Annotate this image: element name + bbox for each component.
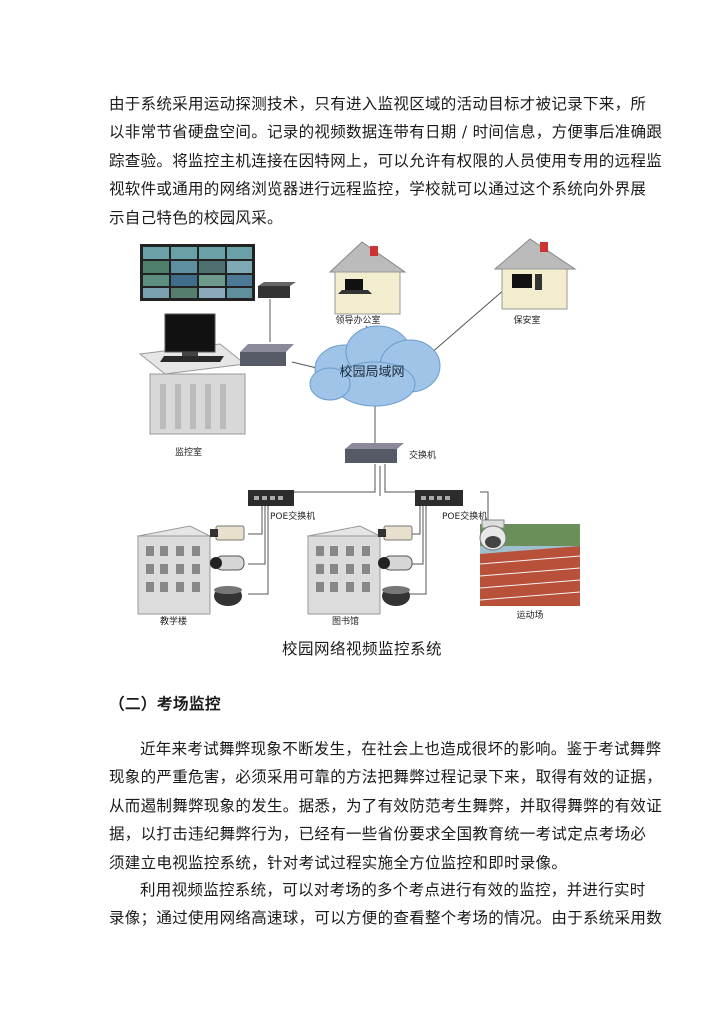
text-line: 须建立电视监控系统，针对考试过程实施全方位监控和即时录像。 <box>109 853 568 872</box>
poe-switch-left-icon <box>248 490 294 506</box>
monitor-room-building-icon <box>138 313 247 435</box>
text-line: 从而遏制舞弊现象的发生。据悉，为了有效防范考生舞弊，并取得舞弊的有效证 <box>109 796 663 815</box>
text-line: 据，以打击违纪舞弊行为，已经有一些省份要求全国教育统一考试定点考场必 <box>109 825 647 844</box>
text-line: 踪查验。将监控主机连接在因特网上，可以允许有权限的人员使用专用的远程监 <box>109 151 663 170</box>
box-camera-icon <box>210 525 245 541</box>
recorder-icon <box>258 282 296 298</box>
security-room-label: 保安室 <box>513 314 540 326</box>
library-building-icon <box>306 525 382 615</box>
dome-camera-icon <box>382 586 410 606</box>
text-line: 示自己特色的校园风采。 <box>109 208 283 227</box>
campus-lan-cloud-icon <box>309 325 441 407</box>
library-label: 图书馆 <box>332 615 359 627</box>
text-line: 利用视频监控系统，可以对考场的多个考点进行有效的监控，并进行实时 <box>140 881 646 899</box>
teaching-building-icon <box>136 525 212 615</box>
figure-caption: 校园网络视频监控系统 <box>281 640 442 658</box>
sports-field-label: 运动场 <box>516 610 543 621</box>
bullet-camera-icon <box>210 555 245 571</box>
text-line: 现象的严重危害，必须采用可靠的方法把舞弊过程记录下来，取得有效的证据， <box>109 768 663 787</box>
text-line: 近年来考试舞弊现象不断发生，在社会上也造成很坏的影响。鉴于考试舞弊 <box>140 740 662 758</box>
text-line: 录像；通过使用网络高速球，可以方便的查看整个考场的情况。由于系统采用数 <box>109 909 663 928</box>
leader-office-label: 领导办公室 <box>335 314 380 326</box>
monitor-room-label: 监控室 <box>175 446 202 458</box>
speed-dome-camera-icon <box>479 519 507 551</box>
network-diagram: 校园局域网 领导办公室 保安室 监控室 <box>120 234 615 639</box>
exam-monitoring-paragraph: 近年来考试舞弊现象不断发生，在社会上也造成很坏的影响。鉴于考试舞弊 现象的严重危… <box>109 735 663 877</box>
video-system-paragraph: 利用视频监控系统，可以对考场的多个考点进行有效的监控，并进行实时 录像；通过使用… <box>109 876 663 933</box>
switch-icon <box>240 344 294 366</box>
bullet-camera-icon <box>378 555 413 571</box>
video-wall-icon <box>140 244 255 301</box>
teaching-building-label: 教学楼 <box>160 615 187 627</box>
security-room-house-icon <box>493 238 577 310</box>
poe-switch-left-label: POE交换机 <box>270 510 315 522</box>
dome-camera-icon <box>214 586 242 606</box>
network-diagram-svg: 校园局域网 领导办公室 保安室 监控室 <box>136 238 581 627</box>
leader-office-house-icon <box>328 241 407 315</box>
intro-paragraph: 由于系统采用运动探测技术，只有进入监视区域的活动目标才被记录下来，所 以非常节省… <box>109 90 663 232</box>
section-heading: （二）考场监控 <box>109 695 222 713</box>
text-line: 以非常节省硬盘空间。记录的视频数据连带有日期 / 时间信息，方便事后准确跟 <box>109 123 663 142</box>
main-switch-icon <box>345 443 404 463</box>
switch-label: 交换机 <box>409 449 436 461</box>
network-label: 校园局域网 <box>339 364 404 380</box>
text-line: 视软件或通用的网络浏览器进行远程监控，学校就可以通过这个系统向外界展 <box>109 180 647 199</box>
text-line: 由于系统采用运动探测技术，只有进入监视区域的活动目标才被记录下来，所 <box>109 95 647 113</box>
box-camera-icon <box>378 525 413 541</box>
poe-switch-right-label: POE交换机 <box>442 510 487 522</box>
poe-switch-right-icon <box>415 490 463 506</box>
